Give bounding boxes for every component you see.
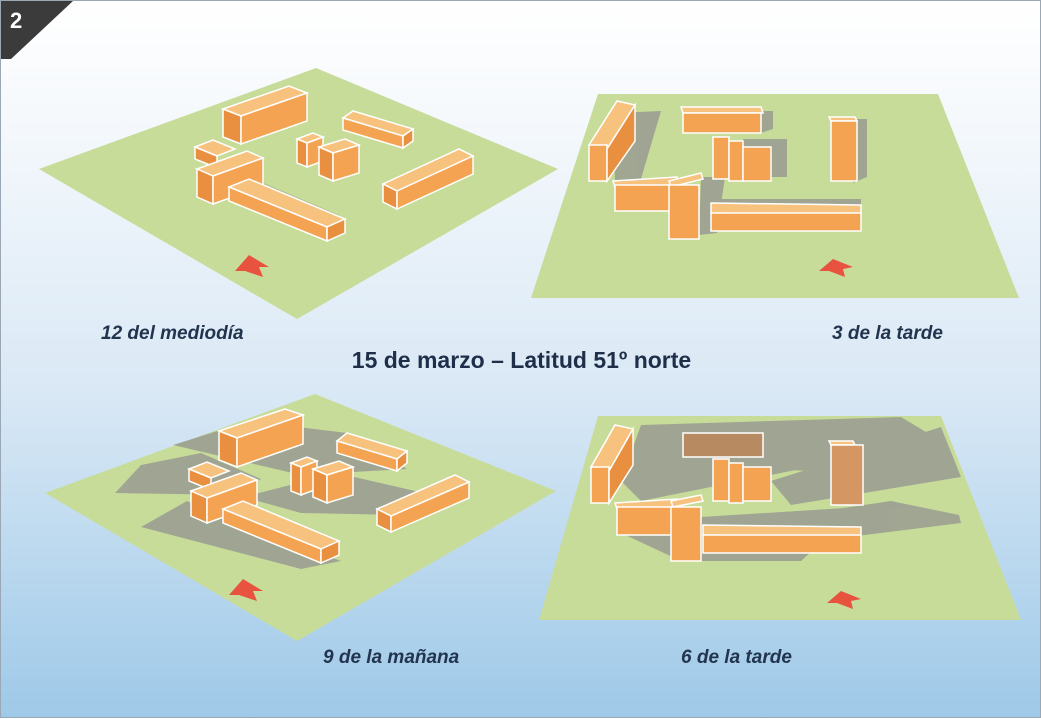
panel-noon (39, 68, 558, 319)
panel-3pm (531, 94, 1019, 298)
ground-plane (531, 94, 1019, 298)
panel-9am (45, 394, 556, 641)
building (827, 440, 864, 506)
caption-noon: 12 del mediodía (101, 323, 244, 344)
building (712, 458, 772, 504)
building (587, 100, 637, 184)
ground-plane (45, 394, 556, 641)
building (702, 524, 862, 554)
page-title: 15 de marzo – Latitud 51º norte (351, 347, 692, 373)
building (682, 432, 764, 458)
building (316, 138, 362, 183)
north-arrow-icon (827, 591, 861, 609)
panel-6pm (539, 416, 1021, 620)
ground-plane (39, 68, 558, 319)
building (194, 150, 266, 206)
caption-3pm: 3 de la tarde (832, 323, 943, 344)
figure-number-badge (1, 1, 73, 59)
building (220, 85, 310, 146)
building (375, 474, 471, 534)
building (381, 148, 475, 211)
caption-6pm: 6 de la tarde (681, 647, 792, 668)
building (589, 424, 635, 506)
building (679, 106, 765, 134)
building (188, 472, 260, 525)
building (710, 202, 862, 232)
building (670, 494, 704, 562)
building (186, 461, 232, 492)
figure-number: 2 (10, 8, 23, 33)
building (216, 408, 306, 469)
building (310, 460, 356, 505)
building (712, 136, 772, 182)
north-arrow-icon (819, 259, 853, 277)
building (192, 139, 238, 170)
north-arrow-icon (235, 255, 269, 277)
building (827, 116, 859, 182)
building (226, 178, 347, 243)
north-arrow-icon (229, 579, 263, 601)
building (341, 110, 415, 150)
building (335, 432, 409, 473)
caption-9am: 9 de la mañana (323, 647, 460, 668)
building (613, 498, 678, 536)
building (220, 500, 341, 565)
building (668, 172, 704, 240)
building (611, 176, 678, 212)
